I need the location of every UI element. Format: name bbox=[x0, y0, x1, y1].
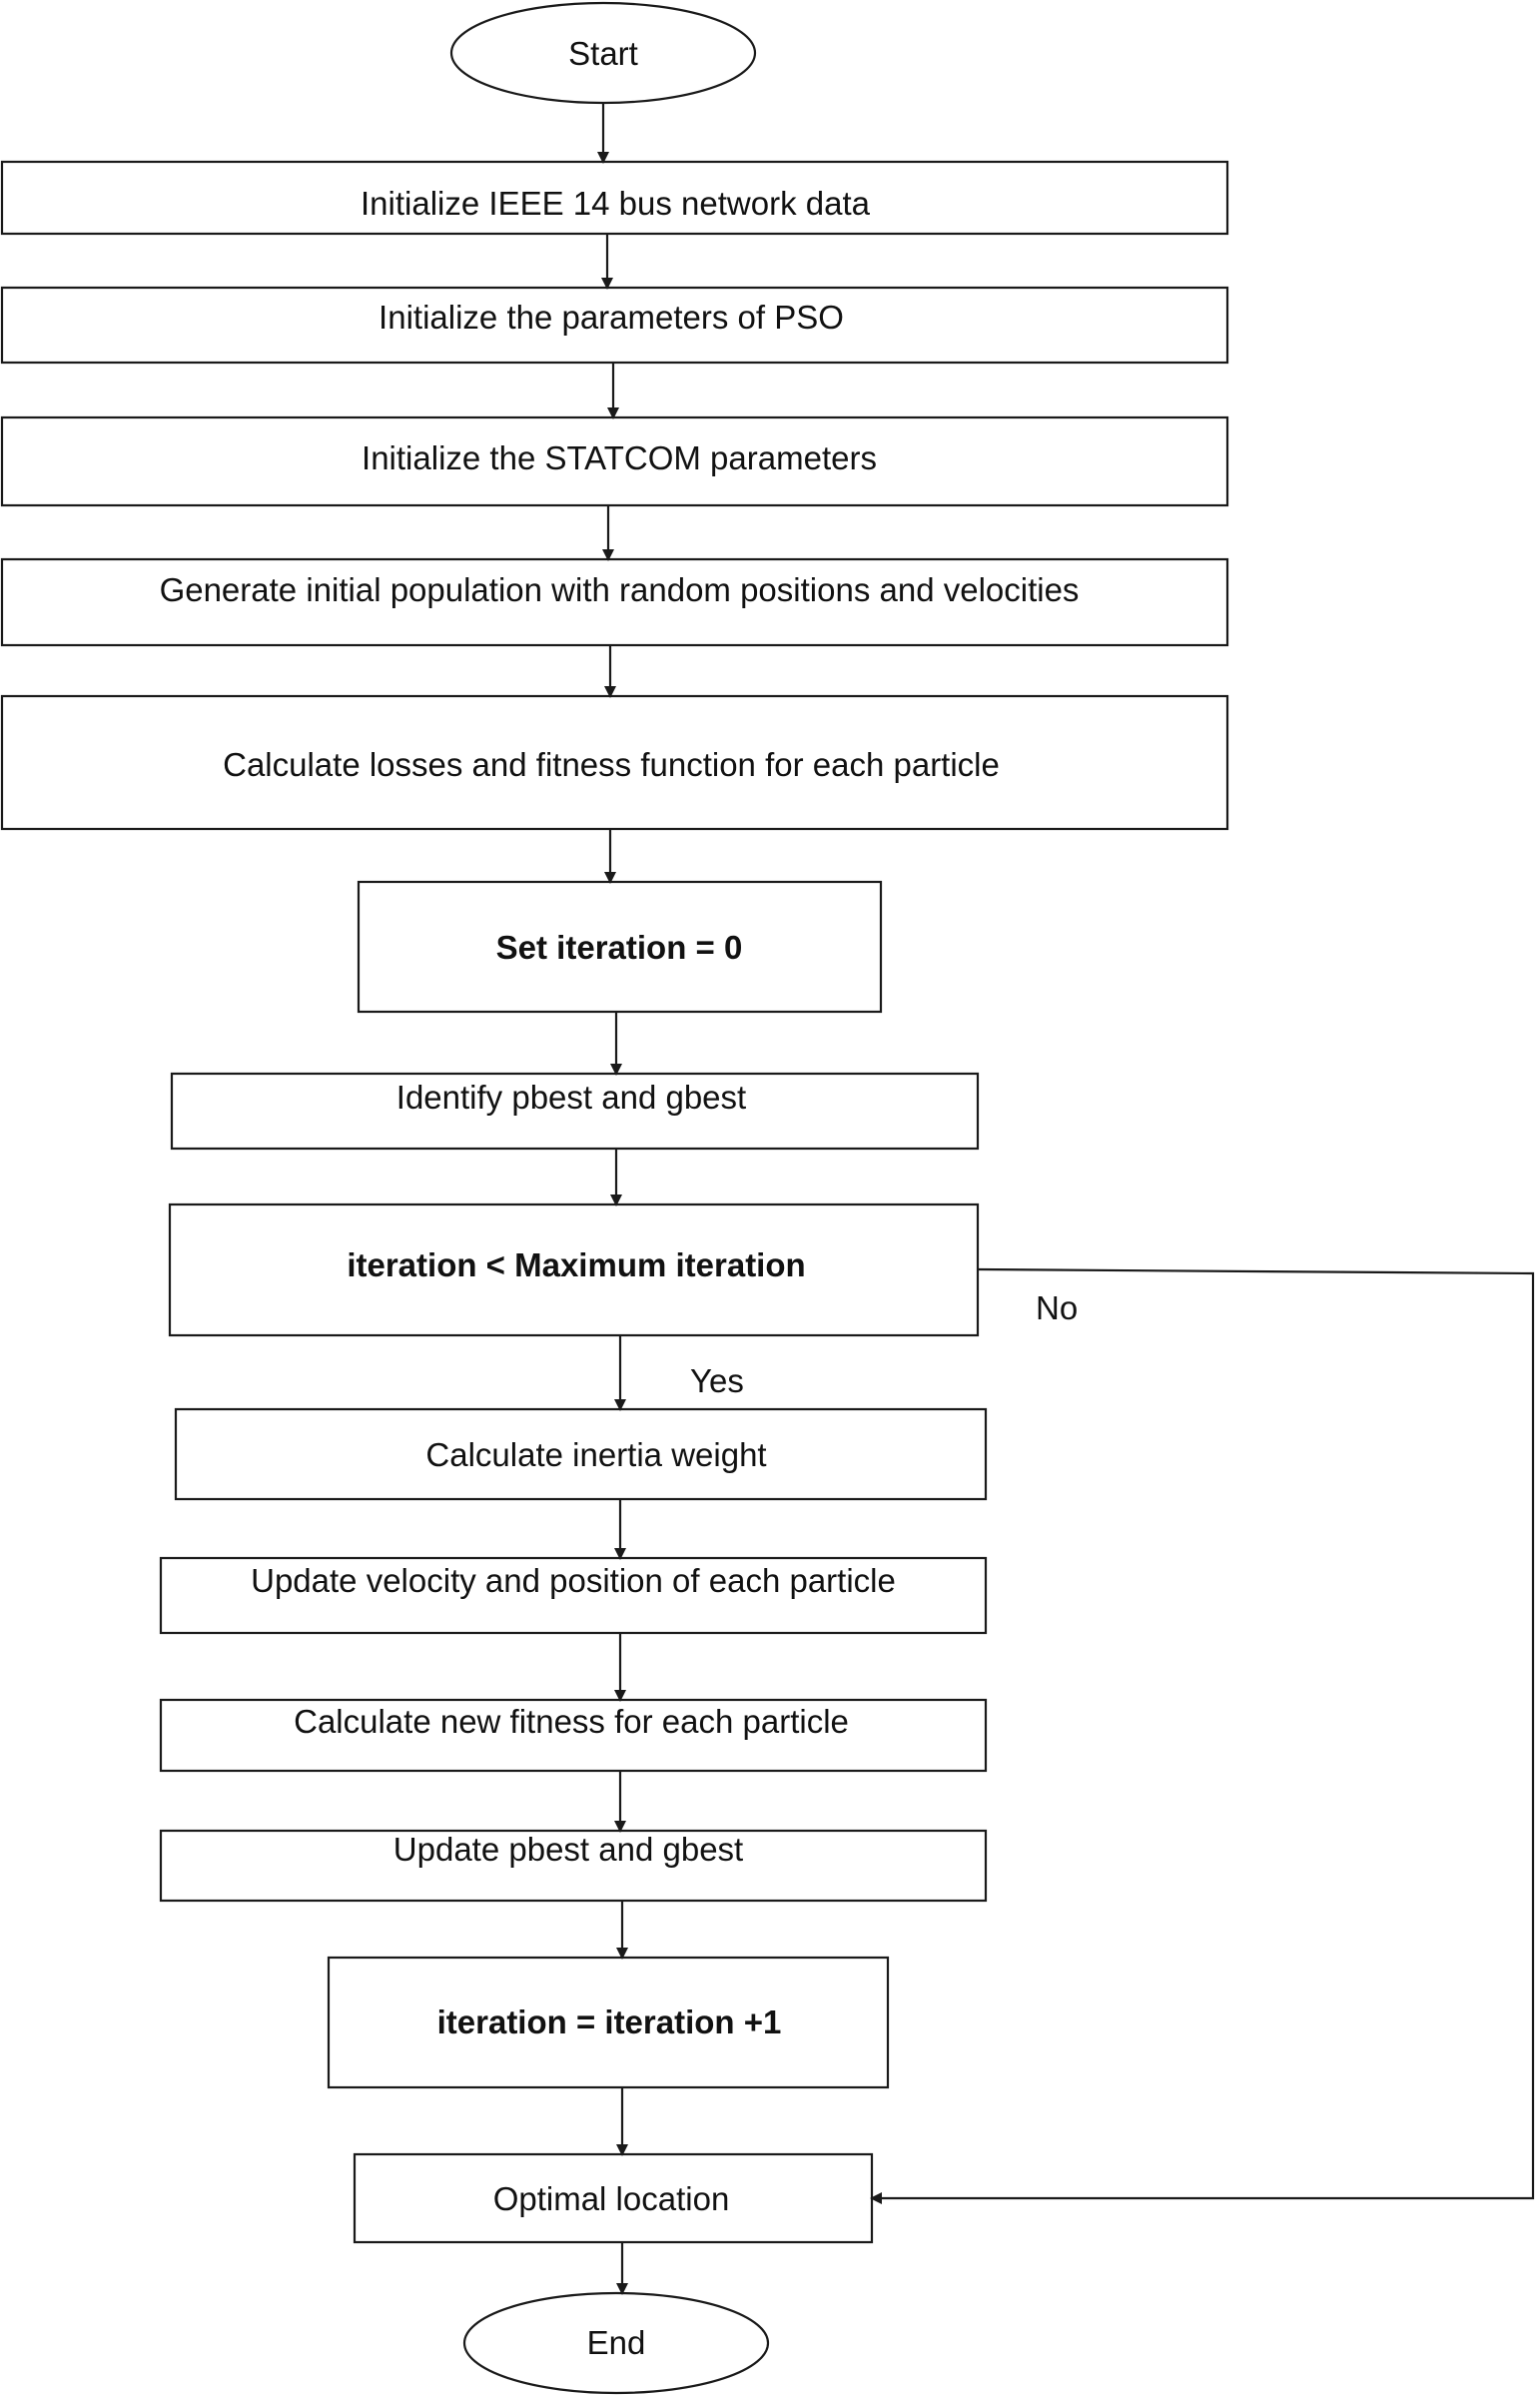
calc-new-fitness-label: Calculate new fitness for each particle bbox=[294, 1703, 849, 1740]
increment-iteration-label: iteration = iteration +1 bbox=[437, 2003, 782, 2040]
calc-losses-box: Calculate losses and fitness function fo… bbox=[0, 694, 1229, 831]
update-best-label: Update pbest and gbest bbox=[393, 1831, 743, 1868]
yes-label: Yes bbox=[690, 1362, 744, 1399]
init-pso-box: Initialize the parameters of PSO bbox=[0, 286, 1229, 365]
set-iteration-box: Set iteration = 0 bbox=[357, 880, 883, 1014]
no-label: No bbox=[1036, 1289, 1078, 1326]
optimal-location-label: Optimal location bbox=[493, 2180, 730, 2217]
increment-iteration-box: iteration = iteration +1 bbox=[327, 1956, 890, 2089]
end-label: End bbox=[587, 2324, 646, 2361]
start-label: Start bbox=[568, 35, 638, 72]
set-iteration-label: Set iteration = 0 bbox=[496, 929, 743, 966]
update-velocity-box: Update velocity and position of each par… bbox=[159, 1556, 988, 1635]
init-network-label: Initialize IEEE 14 bus network data bbox=[361, 185, 871, 222]
init-statcom-label: Initialize the STATCOM parameters bbox=[362, 439, 877, 476]
calc-inertia-label: Calculate inertia weight bbox=[425, 1436, 766, 1473]
identify-best-label: Identify pbest and gbest bbox=[396, 1079, 746, 1116]
identify-best-box: Identify pbest and gbest bbox=[170, 1072, 980, 1151]
init-network-box: Initialize IEEE 14 bus network data bbox=[0, 160, 1229, 236]
update-best-box: Update pbest and gbest bbox=[159, 1829, 988, 1903]
gen-population-box: Generate initial population with random … bbox=[0, 557, 1229, 647]
gen-population-label: Generate initial population with random … bbox=[160, 571, 1080, 608]
calc-new-fitness-box: Calculate new fitness for each particle bbox=[159, 1698, 988, 1773]
start-terminal: Start bbox=[449, 1, 757, 105]
calc-inertia-box: Calculate inertia weight bbox=[174, 1407, 988, 1501]
optimal-location-box: Optimal location bbox=[353, 2152, 874, 2244]
init-statcom-box: Initialize the STATCOM parameters bbox=[0, 415, 1229, 507]
update-velocity-label: Update velocity and position of each par… bbox=[251, 1562, 896, 1599]
end-terminal: End bbox=[462, 2291, 770, 2395]
check-iteration-box: iteration < Maximum iteration bbox=[168, 1202, 980, 1337]
calc-losses-label: Calculate losses and fitness function fo… bbox=[223, 746, 1000, 783]
arrow-no-branch-to-optimal-location bbox=[870, 1267, 1535, 2204]
init-pso-label: Initialize the parameters of PSO bbox=[379, 299, 844, 336]
check-iteration-label: iteration < Maximum iteration bbox=[347, 1246, 805, 1283]
